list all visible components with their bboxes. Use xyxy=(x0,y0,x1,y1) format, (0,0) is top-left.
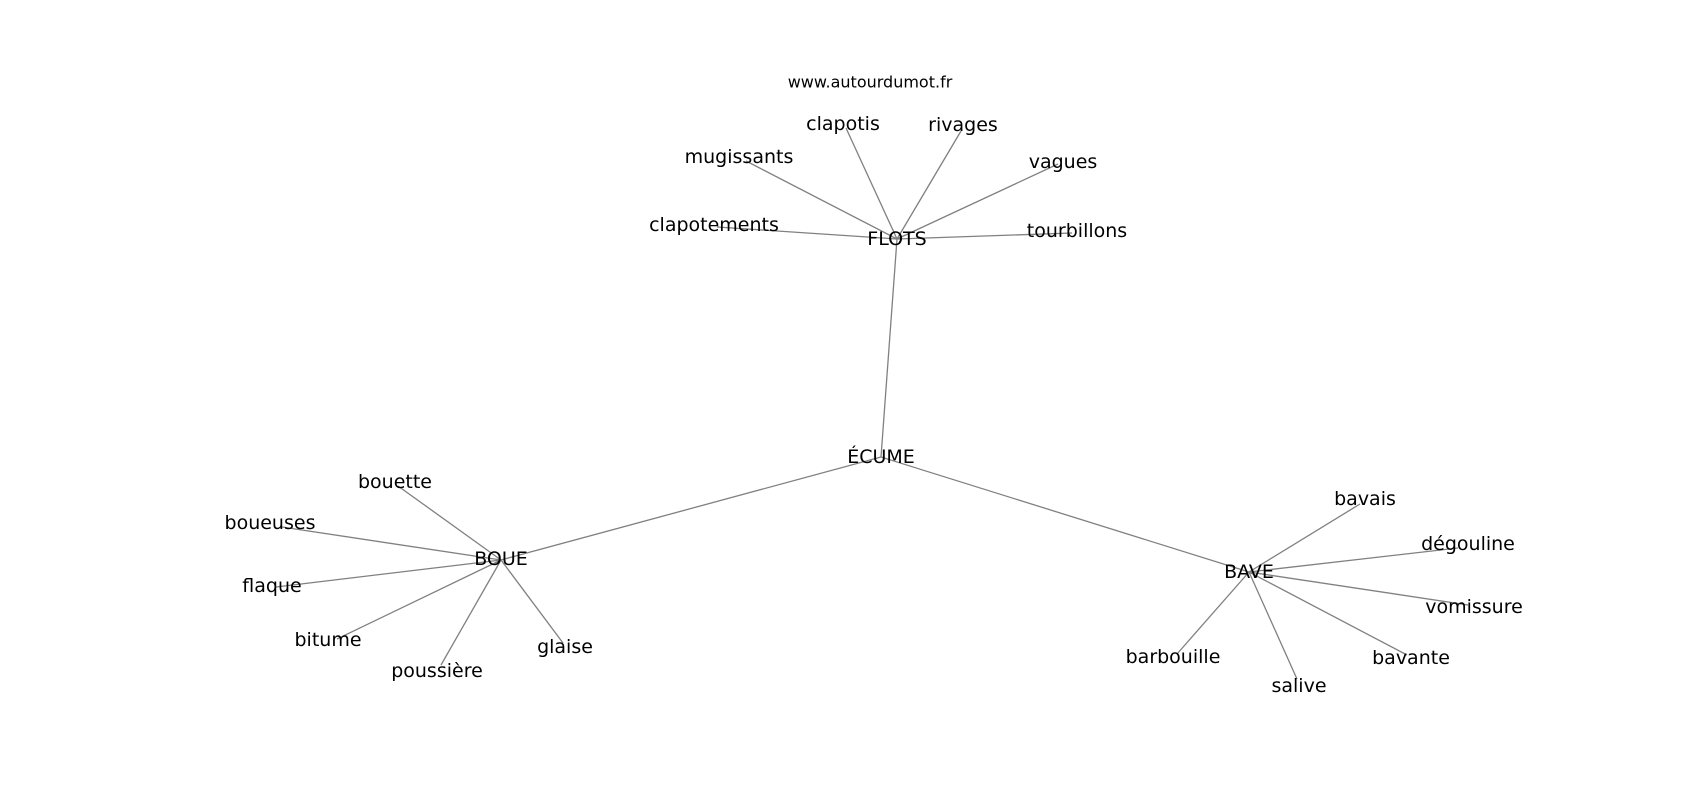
edge xyxy=(896,163,1059,240)
edge xyxy=(1248,571,1408,656)
word-node[interactable]: salive xyxy=(1271,675,1326,697)
hub-node[interactable]: FLOTS xyxy=(867,228,926,250)
word-node[interactable]: bouette xyxy=(358,471,432,493)
edge xyxy=(500,559,564,644)
word-node[interactable]: vomissure xyxy=(1425,596,1523,618)
word-node[interactable]: poussière xyxy=(391,660,483,682)
word-node[interactable]: mugissants xyxy=(685,146,794,168)
edge xyxy=(397,485,502,561)
edge xyxy=(896,232,1073,240)
word-node[interactable]: vagues xyxy=(1029,151,1098,173)
edge xyxy=(275,559,502,588)
edge xyxy=(1248,571,1298,680)
hub-node[interactable]: BAVE xyxy=(1224,561,1274,583)
word-node[interactable]: boueuses xyxy=(225,512,316,534)
edge xyxy=(896,130,962,240)
edge xyxy=(440,559,502,666)
edge xyxy=(880,238,898,458)
word-node[interactable]: bavais xyxy=(1334,488,1396,510)
word-node[interactable]: clapotements xyxy=(649,214,779,236)
edge xyxy=(500,456,882,561)
hub-node[interactable]: BOUE xyxy=(474,548,528,570)
word-node[interactable]: clapotis xyxy=(806,113,880,135)
edge xyxy=(1176,571,1250,655)
word-node[interactable]: bitume xyxy=(294,629,361,651)
edge xyxy=(745,160,898,240)
edge xyxy=(1248,571,1469,606)
labels-layer: www.autourdumot.fr ÉCUME FLOTS clapotis riv… xyxy=(225,73,1523,698)
edge xyxy=(281,526,502,561)
word-node[interactable]: barbouille xyxy=(1126,646,1221,668)
edge xyxy=(1248,547,1459,573)
word-node[interactable]: flaque xyxy=(242,575,301,597)
edge xyxy=(880,456,1250,573)
center-node[interactable]: ÉCUME xyxy=(847,445,915,468)
edge xyxy=(845,127,898,240)
word-node[interactable]: bavante xyxy=(1372,647,1450,669)
word-node[interactable]: glaise xyxy=(537,636,593,658)
source-url[interactable]: www.autourdumot.fr xyxy=(788,73,953,92)
word-node[interactable]: rivages xyxy=(928,114,998,136)
edge xyxy=(1248,503,1361,573)
edge xyxy=(716,226,898,240)
word-node[interactable]: tourbillons xyxy=(1027,220,1127,242)
edge xyxy=(336,559,502,640)
edges-layer xyxy=(275,127,1469,680)
word-node[interactable]: dégouline xyxy=(1421,533,1515,555)
